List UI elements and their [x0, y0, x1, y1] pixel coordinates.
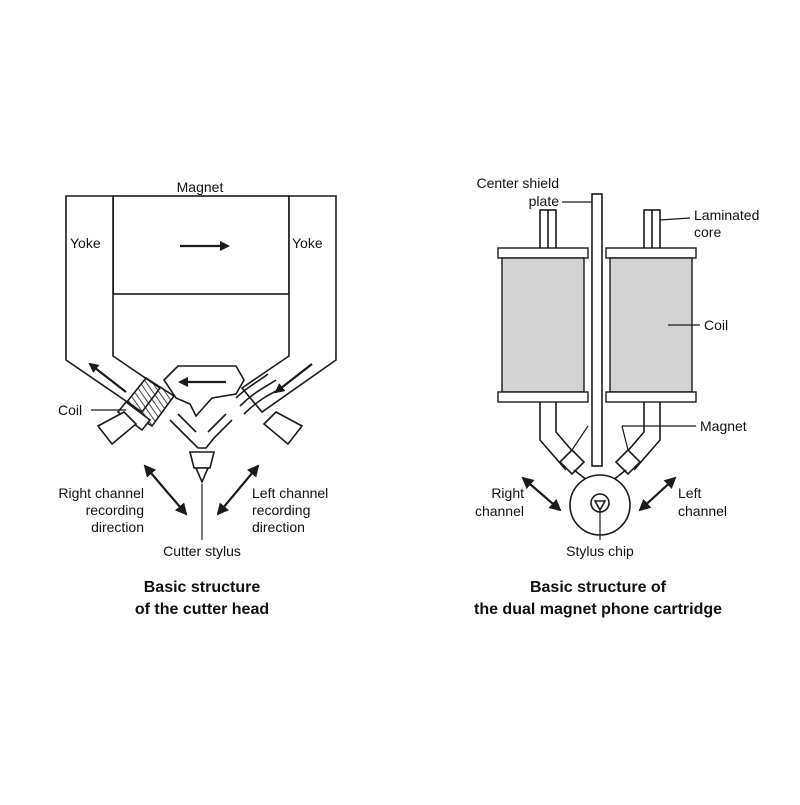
- label-left-channel-1: Left: [678, 485, 701, 501]
- label-magnet: Magnet: [177, 179, 224, 195]
- cartridge-diagram: Center shield plate Laminated core Coil …: [474, 175, 759, 618]
- right-yoke: [240, 195, 337, 414]
- label-left-channel-1: Left channel: [252, 485, 328, 501]
- right-pole-shoe: [262, 411, 304, 446]
- right-yoke-flux-arrow: [274, 363, 313, 394]
- cutter-armature: [162, 365, 245, 418]
- label-right-channel-1: Right: [491, 485, 524, 501]
- cartridge-caption-line-2: the dual magnet phone cartridge: [474, 601, 722, 618]
- label-left-channel-2: recording: [252, 502, 310, 518]
- label-coil: Coil: [58, 402, 82, 418]
- label-laminated-2: core: [694, 224, 721, 240]
- label-laminated-1: Laminated: [694, 207, 759, 223]
- label-right-channel-2: channel: [475, 503, 524, 519]
- label-right-channel-1: Right channel: [58, 485, 144, 501]
- center-shield-plate: [591, 193, 603, 467]
- label-yoke-left: Yoke: [70, 235, 101, 251]
- label-cutter-stylus: Cutter stylus: [163, 543, 241, 559]
- label-coil: Coil: [704, 317, 728, 333]
- right-channel-recording-arrow: [143, 464, 188, 516]
- left-pole-shoe: [96, 411, 138, 446]
- cartridge-left-channel-arrow: [638, 476, 677, 512]
- left-channel-recording-arrow: [216, 464, 260, 516]
- cutter-caption-line-1: Basic structure: [144, 579, 261, 596]
- label-left-channel-3: direction: [252, 519, 305, 535]
- label-yoke-right: Yoke: [292, 235, 323, 251]
- cutter-caption-line-2: of the cutter head: [135, 601, 269, 618]
- label-magnet: Magnet: [700, 418, 747, 434]
- cutter-stylus: [194, 467, 210, 485]
- cutter-stylus-holder: [188, 451, 216, 469]
- left-coil: [501, 257, 585, 393]
- cutter-head-diagram: Magnet Yoke Yoke Coil Right channel reco…: [58, 179, 337, 618]
- right-magnet: [614, 448, 642, 476]
- label-stylus-chip: Stylus chip: [566, 543, 634, 559]
- cartridge-right-channel-arrow: [521, 476, 562, 512]
- left-yoke-flux-arrow: [88, 362, 127, 393]
- label-right-channel-3: direction: [91, 519, 144, 535]
- label-center-shield-2: plate: [529, 193, 560, 209]
- cartridge-caption-line-1: Basic structure of: [530, 579, 667, 596]
- label-right-channel-2: recording: [86, 502, 144, 518]
- label-center-shield-1: Center shield: [477, 175, 560, 191]
- left-magnet: [558, 448, 586, 476]
- label-left-channel-2: channel: [678, 503, 727, 519]
